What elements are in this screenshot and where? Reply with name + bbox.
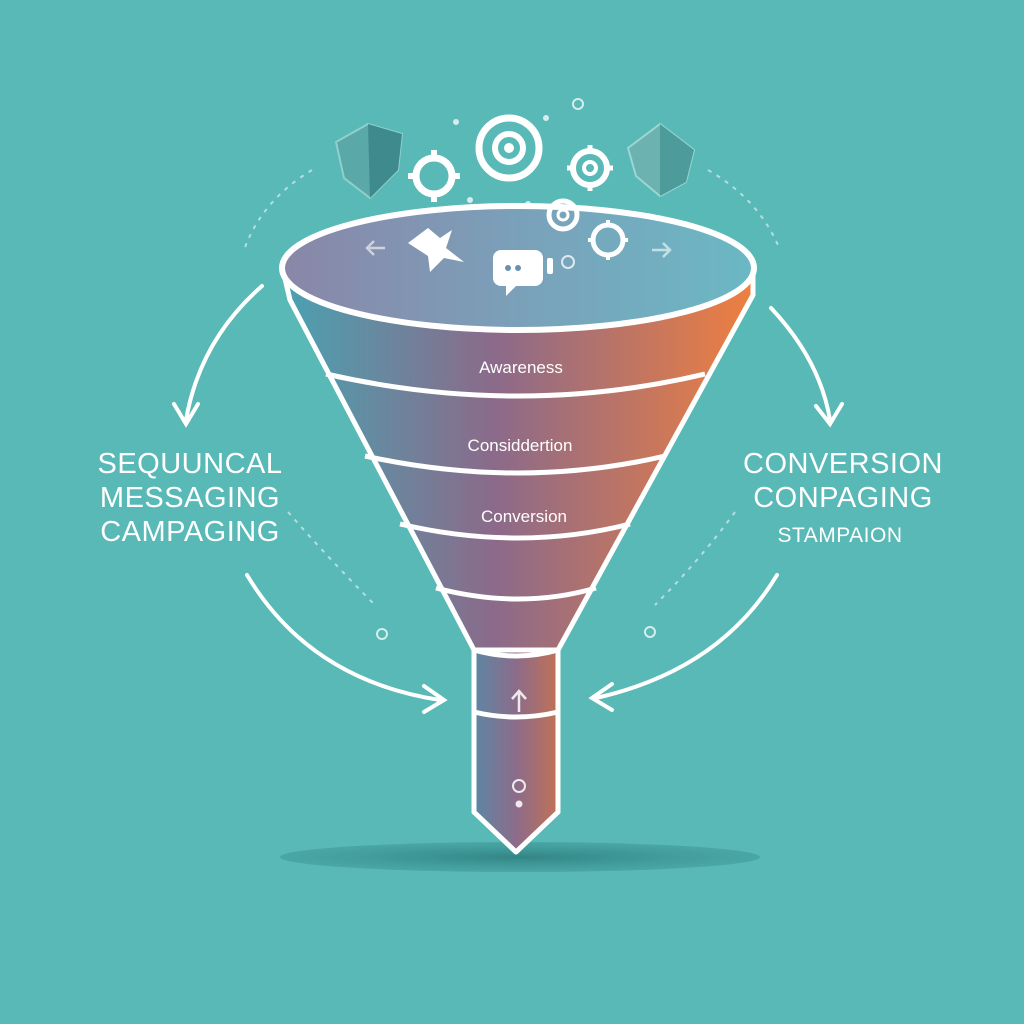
arrow-right-icon [652, 242, 672, 258]
left-caption-line: SEQUUNCAL [97, 448, 283, 480]
ground-shadow [280, 842, 760, 872]
left-caption-line: CAMPAGING [100, 515, 280, 548]
funnel-band-line [399, 521, 631, 541]
funnel-band-line [325, 371, 706, 399]
cycle-arrow-left-top [172, 284, 264, 428]
gear-icon [567, 145, 613, 191]
stage-label-conversion: Conversion [481, 507, 567, 526]
gear-icon [408, 150, 460, 202]
left-caption: SEQUUNCAL MESSAGING CAMPAGING [90, 448, 290, 550]
chat-icon [493, 250, 553, 296]
funnel-band-line [473, 709, 559, 720]
shield-icon [626, 122, 696, 198]
stage-label-awareness: Awareness [479, 358, 563, 377]
decorative-dots [376, 98, 656, 640]
stage-label-consideration: Considdertion [468, 436, 573, 455]
funnel-band-line [435, 585, 597, 602]
right-caption-line: CONPAGING [753, 481, 933, 514]
left-caption-line: MESSAGING [99, 481, 281, 514]
right-caption: CONVERSION CONPAGING [738, 448, 948, 516]
right-caption-sub: STAMPAION [777, 524, 903, 547]
funnel-band-line [473, 647, 559, 659]
circle-dot-icon [512, 779, 526, 808]
gear-icon [588, 220, 628, 260]
bird-icon [408, 228, 464, 272]
right-caption-line: CONVERSION [743, 448, 943, 480]
gear-icon [546, 198, 580, 232]
shield-icon [334, 122, 404, 200]
cycle-arrow-right-bottom [588, 573, 779, 712]
cycle-arrow-right-top [769, 306, 844, 428]
dashed-arc [243, 169, 781, 606]
target-icon [475, 114, 543, 182]
cycle-arrow-left-bottom [245, 573, 448, 714]
arrow-up-icon [511, 689, 527, 712]
funnel-body [280, 267, 756, 855]
funnel-band-line [364, 453, 666, 476]
arrow-left-icon [365, 240, 385, 256]
